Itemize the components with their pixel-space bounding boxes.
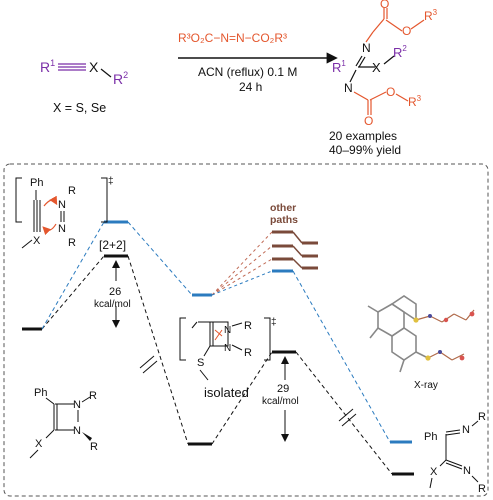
int-n-top: N xyxy=(73,399,81,411)
product-o-top: O xyxy=(380,0,389,11)
int-r-bottom: R xyxy=(90,441,98,453)
xray-structure-image xyxy=(367,295,475,373)
ts1-x: X xyxy=(33,235,41,247)
reaction-scheme: R1 X R2 X = S, Se R³O₂C−N=N−CO₂R³ ACN (r… xyxy=(40,0,438,157)
ts1-ph: Ph xyxy=(30,177,43,189)
alkyne-r2-label: R2 xyxy=(113,70,128,87)
xray-label: X-ray xyxy=(414,380,438,391)
ts2-r-top: R xyxy=(244,320,252,332)
alkyne-triple-bond xyxy=(58,63,86,71)
ts2-mark: ‡ xyxy=(271,317,277,328)
other-paths-label-2: paths xyxy=(270,214,298,226)
barrier-1-unit: kcal/mol xyxy=(94,299,131,310)
product-x: X xyxy=(372,60,381,75)
product-r3-top: R3 xyxy=(424,8,438,23)
product-r2: R2 xyxy=(393,44,407,60)
alkyne-x-label: X xyxy=(89,59,99,75)
prod-ph: Ph xyxy=(424,431,437,443)
ts1-n-top: N xyxy=(58,199,66,211)
product-r1: R1 xyxy=(332,59,346,75)
other-paths-label-1: other xyxy=(270,202,296,214)
svg-text:O: O xyxy=(386,85,395,99)
prod-r-bottom: R xyxy=(478,483,486,495)
int-ph: Ph xyxy=(34,387,47,399)
prod-n-top: N xyxy=(462,424,470,436)
svg-text:O: O xyxy=(402,24,411,38)
ts2-n-bottom: N xyxy=(224,343,231,354)
step-label-2plus2: [2+2] xyxy=(99,238,126,252)
product-final-structure: R N Ph X N R xyxy=(424,411,486,495)
ts1-n-bottom: N xyxy=(58,223,66,235)
prod-r-top: R xyxy=(478,411,486,423)
ts2-r-bottom: R xyxy=(244,347,252,359)
barrier-2-unit: kcal/mol xyxy=(262,396,299,407)
alkyne-r1-label: R1 xyxy=(40,58,55,75)
product-n-top: N xyxy=(362,41,371,55)
axis-break-mark-2 xyxy=(338,408,357,427)
prod-x: X xyxy=(430,466,438,478)
prod-n-bottom: N xyxy=(463,465,471,477)
ts1-structure: ‡ Ph X R N N R xyxy=(15,176,114,249)
ts2-n-top: N xyxy=(224,325,231,336)
product-r3-bottom: R3 xyxy=(408,94,422,109)
axis-break-mark-1 xyxy=(139,355,158,374)
ts2-structure: ‡ R N N R S xyxy=(179,317,277,381)
examples-count: 20 examples xyxy=(329,129,397,143)
int-x: X xyxy=(35,438,43,450)
reagent-label: R³O₂C−N=N−CO₂R³ xyxy=(178,31,287,45)
x-options-label: X = S, Se xyxy=(53,101,106,115)
yield-range: 40–99% yield xyxy=(329,143,401,157)
barrier-2-value: 29 xyxy=(277,383,289,395)
conditions-line-2: 24 h xyxy=(239,80,262,94)
isolated-label: isolated xyxy=(204,385,249,400)
ts1-r-bottom: R xyxy=(68,237,76,249)
int-n-bottom: N xyxy=(73,425,81,437)
intermediate-structure: Ph N N R R X xyxy=(29,387,98,459)
ts2-s: S xyxy=(197,357,204,369)
energy-diagram-frame xyxy=(3,163,489,497)
conditions-line-1: ACN (reflux) 0.1 M xyxy=(198,65,297,79)
product-n-bottom: N xyxy=(344,81,353,95)
ts1-r-top: R xyxy=(68,185,76,197)
barrier-1-value: 26 xyxy=(109,286,121,298)
product-structure: O O R3 N R1 X R2 N O O xyxy=(332,0,438,128)
product-o-bottom: O xyxy=(364,114,373,128)
int-r-top: R xyxy=(89,390,97,402)
x-r2-bond xyxy=(100,68,112,78)
energy-profile xyxy=(22,220,414,476)
ts1-mark: ‡ xyxy=(108,176,114,187)
